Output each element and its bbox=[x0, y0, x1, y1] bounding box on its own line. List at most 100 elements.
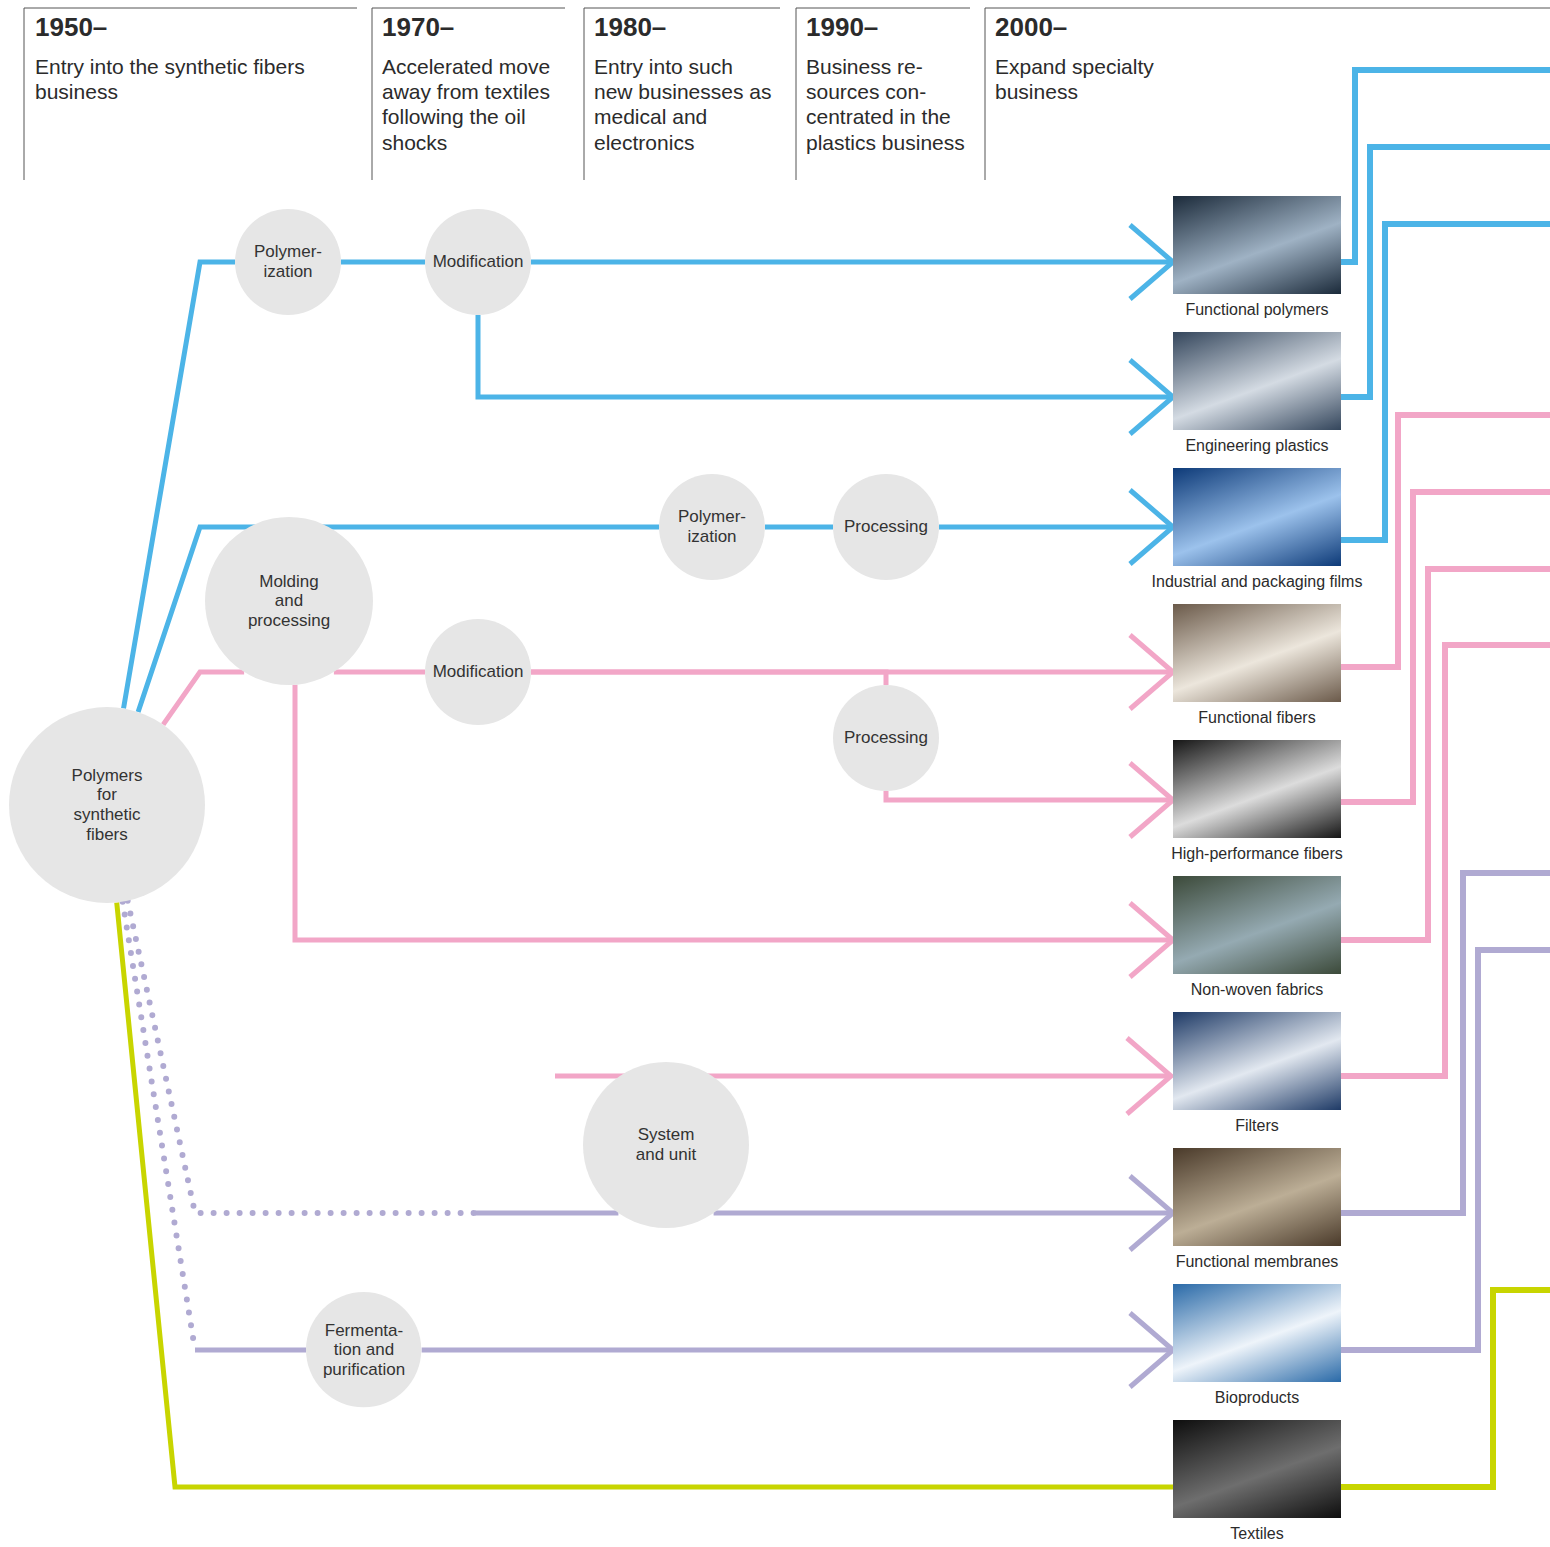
header-cell: 1950– bbox=[35, 12, 295, 43]
header-rule bbox=[24, 8, 25, 180]
product-box: Functional fibers bbox=[1173, 604, 1341, 702]
dotted-connector bbox=[128, 901, 475, 1213]
process-circle: Molding and processing bbox=[205, 517, 373, 685]
connector-line bbox=[939, 525, 1173, 530]
outgoing-line bbox=[1341, 147, 1550, 397]
period-note: Expand specialty business bbox=[995, 54, 1177, 104]
connector bbox=[886, 791, 1173, 800]
product-photo bbox=[1173, 1284, 1341, 1382]
connector-line bbox=[478, 315, 1173, 397]
connector-line bbox=[117, 903, 1173, 1487]
product-photo bbox=[1173, 876, 1341, 974]
caption-holder: Functional fibers bbox=[1198, 708, 1315, 727]
product-box: High-performance fibers bbox=[1173, 740, 1341, 838]
connector bbox=[163, 672, 244, 725]
outgoing-lines bbox=[1341, 70, 1550, 1487]
connector bbox=[531, 262, 1173, 263]
connector-line bbox=[163, 672, 244, 725]
product-photo bbox=[1173, 1148, 1341, 1246]
period-year: 1990– bbox=[806, 12, 978, 43]
product-photo bbox=[1173, 1012, 1341, 1110]
header-rule bbox=[796, 8, 797, 180]
connector-line bbox=[295, 685, 1173, 940]
circle-fill bbox=[833, 685, 939, 791]
caption-holder: High-performance fibers bbox=[1171, 844, 1343, 863]
process-circle: Processing bbox=[833, 474, 939, 580]
connector bbox=[939, 527, 1173, 528]
circle-label: Processing bbox=[844, 728, 928, 748]
connector bbox=[478, 315, 1173, 397]
period-note: Entry into such new businesses as medica… bbox=[594, 54, 776, 155]
header-rule bbox=[584, 8, 780, 9]
process-circle: System and unit bbox=[583, 1062, 749, 1228]
product-box: Industrial and packaging films bbox=[1173, 468, 1341, 566]
header-cell: 1990– bbox=[806, 12, 978, 43]
product-box: Non-woven fabrics bbox=[1173, 876, 1341, 974]
circle-label: Processing bbox=[844, 517, 928, 537]
connector bbox=[117, 903, 1173, 1487]
process-circle: Polymers for synthetic fibers bbox=[9, 707, 205, 903]
process-circle: Fermenta- tion and purification bbox=[306, 1292, 421, 1407]
period-year: 1970– bbox=[382, 12, 572, 43]
product-photo bbox=[1173, 468, 1341, 566]
circle-fill bbox=[306, 1292, 421, 1407]
product-photo bbox=[1173, 604, 1341, 702]
header-rule bbox=[584, 8, 585, 180]
product-caption: High-performance fibers bbox=[1171, 844, 1343, 863]
connector bbox=[128, 901, 619, 1213]
caption-holder: Filters bbox=[1235, 1116, 1279, 1135]
caption-holder: Functional polymers bbox=[1185, 300, 1328, 319]
period-note: Accelerated move away from textiles foll… bbox=[382, 54, 574, 155]
outgoing-line bbox=[1341, 415, 1550, 667]
connector-line bbox=[334, 670, 425, 675]
header-cell: 2000– bbox=[995, 12, 1195, 43]
connector bbox=[765, 527, 833, 528]
header-rule bbox=[372, 8, 565, 9]
header-rule bbox=[985, 8, 986, 180]
product-photo bbox=[1173, 1420, 1341, 1518]
header-rule bbox=[24, 8, 357, 9]
connector bbox=[714, 1213, 1173, 1214]
product-caption: Industrial and packaging films bbox=[1152, 572, 1363, 591]
product-box: Engineering plastics bbox=[1173, 332, 1341, 430]
product-box: Bioproducts bbox=[1173, 1284, 1341, 1382]
connector-line bbox=[422, 1348, 1173, 1353]
connector-line bbox=[886, 791, 1173, 800]
period-year: 2000– bbox=[995, 12, 1195, 43]
process-circle: Modification bbox=[425, 209, 531, 315]
header-rule bbox=[372, 8, 373, 180]
connector-line bbox=[531, 260, 1173, 265]
header-cell: 1970– bbox=[382, 12, 572, 43]
circle-fill bbox=[833, 474, 939, 580]
period-note: Business re- sources con- centrated in t… bbox=[806, 54, 978, 155]
product-caption: Functional membranes bbox=[1176, 1252, 1339, 1271]
circle-label: Modification bbox=[433, 252, 524, 272]
circle-fill bbox=[425, 209, 531, 315]
circle-label: System and unit bbox=[631, 1125, 701, 1164]
circle-label: Polymers for synthetic fibers bbox=[65, 766, 150, 844]
circle-label: Polymer- ization bbox=[672, 507, 752, 546]
circle-fill bbox=[425, 619, 531, 725]
process-circle: Modification bbox=[425, 619, 531, 725]
product-photo bbox=[1173, 740, 1341, 838]
outgoing-line bbox=[1341, 873, 1550, 1213]
process-circle: Processing bbox=[833, 685, 939, 791]
outgoing-line bbox=[1341, 1290, 1550, 1487]
caption-holder: Non-woven fabrics bbox=[1191, 980, 1324, 999]
header-rule bbox=[985, 8, 1550, 9]
connector-line bbox=[714, 1211, 1173, 1216]
caption-holder: Functional membranes bbox=[1176, 1252, 1339, 1271]
circle-label: Fermenta- tion and purification bbox=[321, 1321, 406, 1380]
product-box: Functional polymers bbox=[1173, 196, 1341, 294]
product-caption: Bioproducts bbox=[1215, 1388, 1300, 1407]
connector bbox=[334, 672, 425, 673]
process-circle: Polymer- ization bbox=[659, 474, 765, 580]
circle-label: Molding and processing bbox=[244, 572, 334, 631]
product-caption: Filters bbox=[1235, 1116, 1279, 1135]
circle-fill bbox=[235, 209, 341, 315]
circle-fill bbox=[205, 517, 373, 685]
dotted-connector bbox=[123, 902, 195, 1350]
connector-line bbox=[531, 672, 886, 685]
header-cell: Business re- sources con- centrated in t… bbox=[806, 54, 978, 155]
